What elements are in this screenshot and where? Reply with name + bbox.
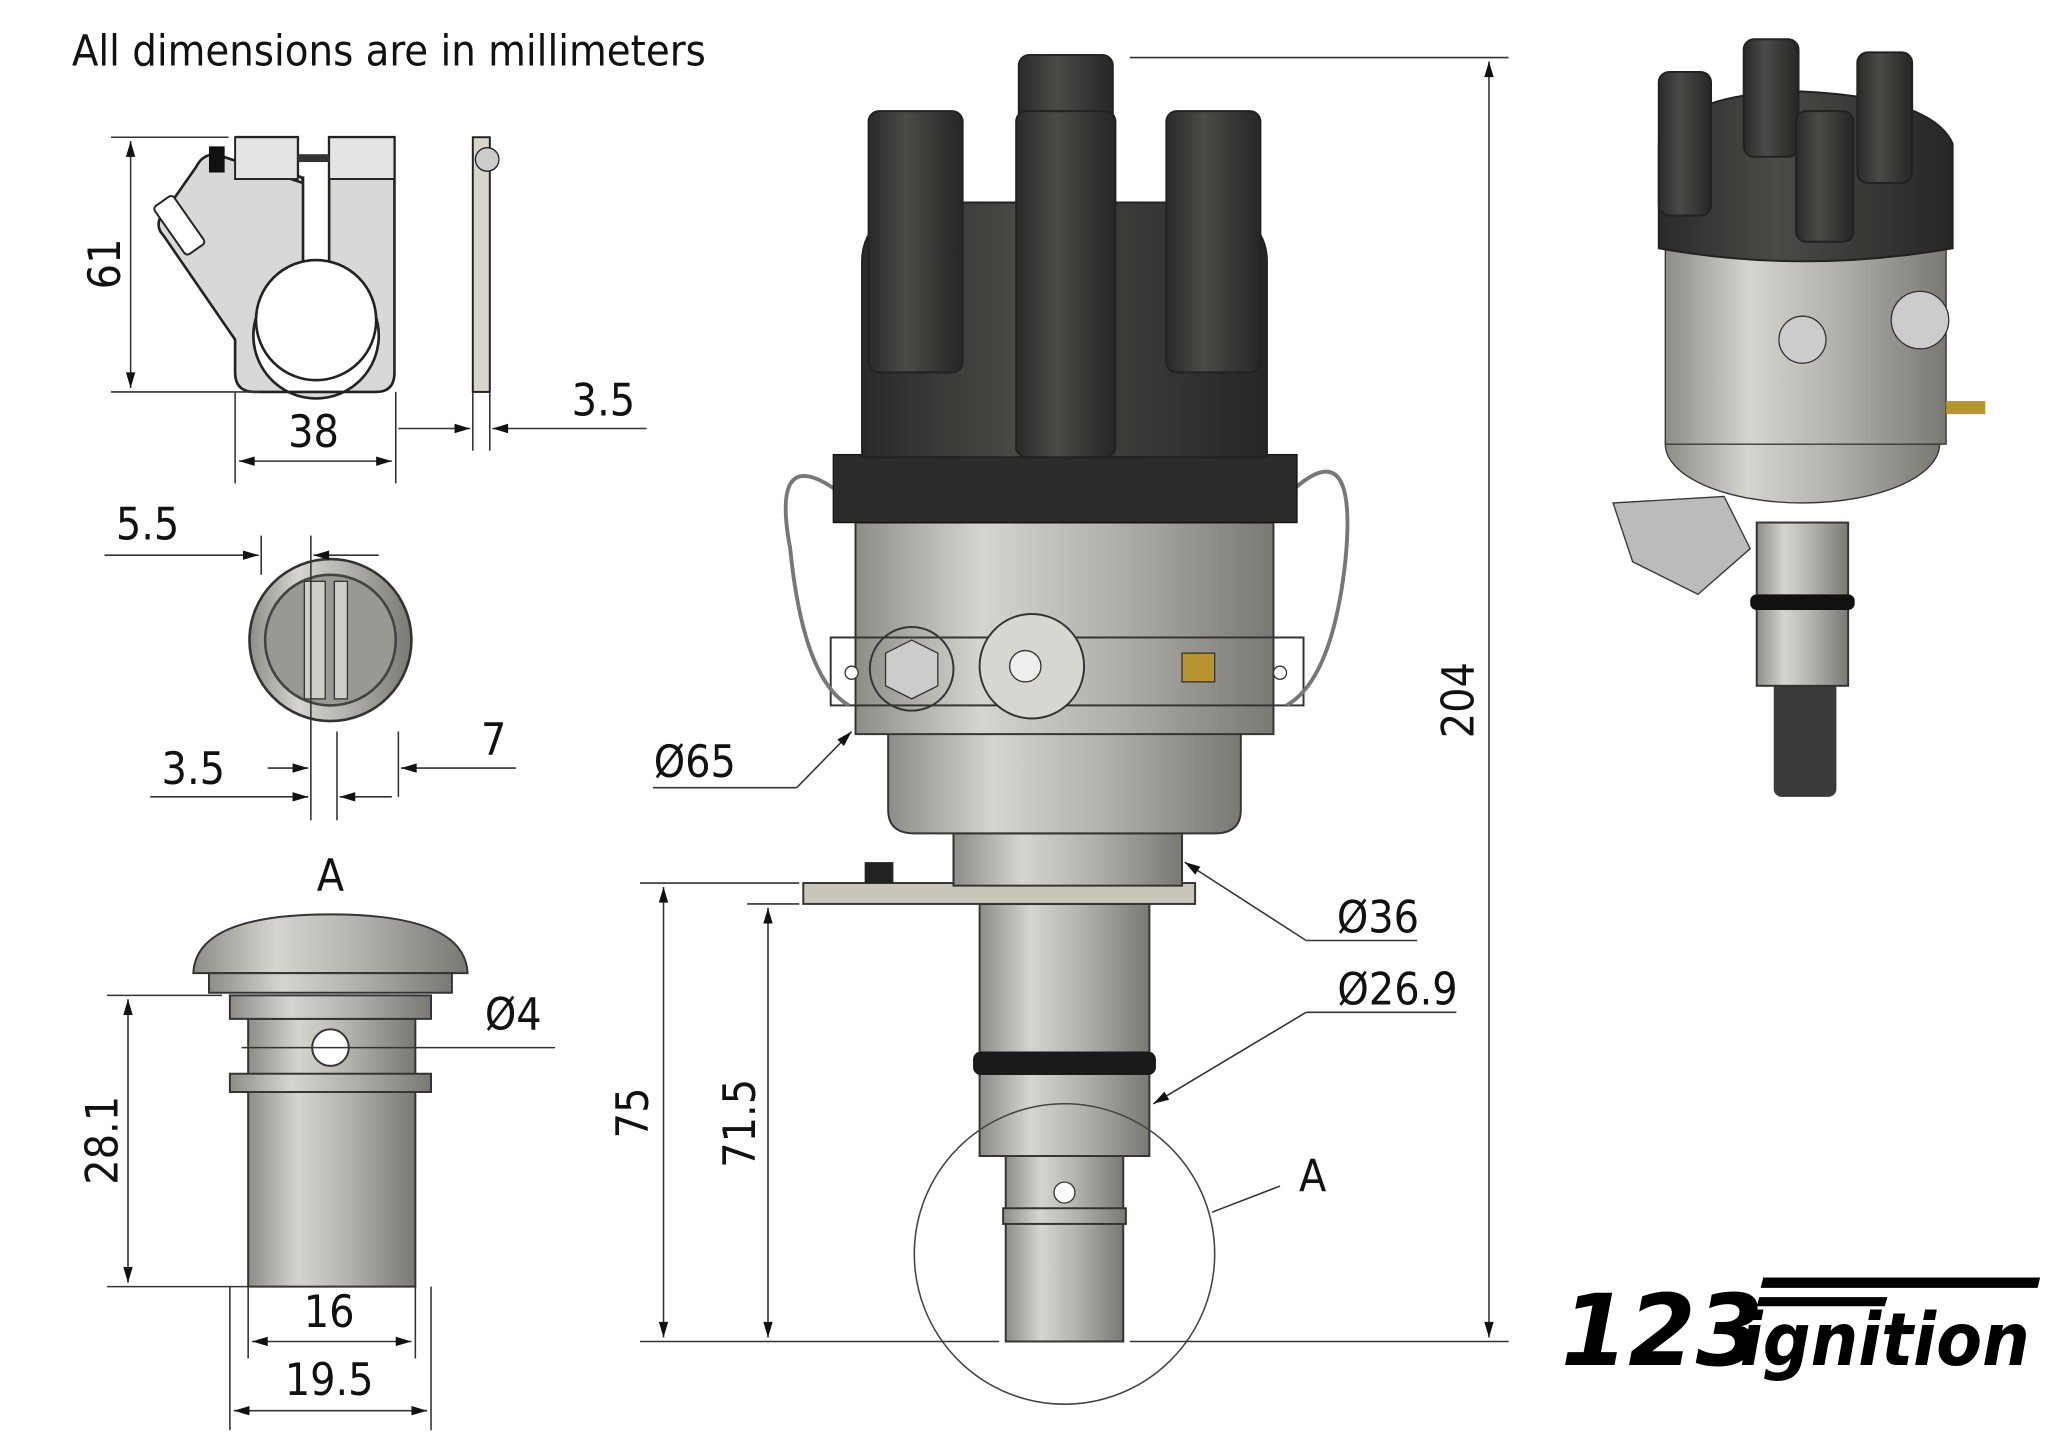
svg-text:ignition: ignition <box>1740 1298 2030 1383</box>
offset-label: 7 <box>481 715 506 766</box>
flange-to-end-label: 75 <box>608 1088 659 1139</box>
body-diameter-label: Ø65 <box>654 737 736 788</box>
detail-a-callout-circle <box>913 1102 1216 1405</box>
bracket-thickness-label: 3.5 <box>572 375 636 426</box>
base-diameter-label: Ø36 <box>1337 893 1419 944</box>
page-title: All dimensions are in millimeters <box>72 26 706 76</box>
bracket-width-label: 38 <box>288 407 339 458</box>
hole-diameter-label: Ø4 <box>485 989 542 1040</box>
svg-text:123: 123 <box>1561 1274 1763 1389</box>
total-height-label: 204 <box>1433 662 1484 738</box>
detail-a-label: A <box>317 851 344 902</box>
outer-width-label: 19.5 <box>285 1355 374 1406</box>
detail-callout-label: A <box>1299 1151 1326 1202</box>
distributor-front-view <box>783 53 1350 1343</box>
bracket-height-label: 61 <box>80 239 131 290</box>
123ignition-logo: 123 ignition <box>1561 1274 2041 1389</box>
detail-a-view <box>192 913 469 1288</box>
slot-depth-label: 3.5 <box>162 744 226 795</box>
distributor-isometric-view <box>1612 38 1986 797</box>
slot-width-label: 5.5 <box>116 500 180 551</box>
shaft-diameter-label: Ø26.9 <box>1337 965 1457 1016</box>
bracket-front-view <box>153 135 500 400</box>
rotor-cap-top-view <box>248 557 413 723</box>
inner-width-label: 16 <box>304 1287 355 1338</box>
shaft-length-label: 71.5 <box>715 1079 766 1168</box>
detail-length-label: 28.1 <box>78 1096 129 1185</box>
